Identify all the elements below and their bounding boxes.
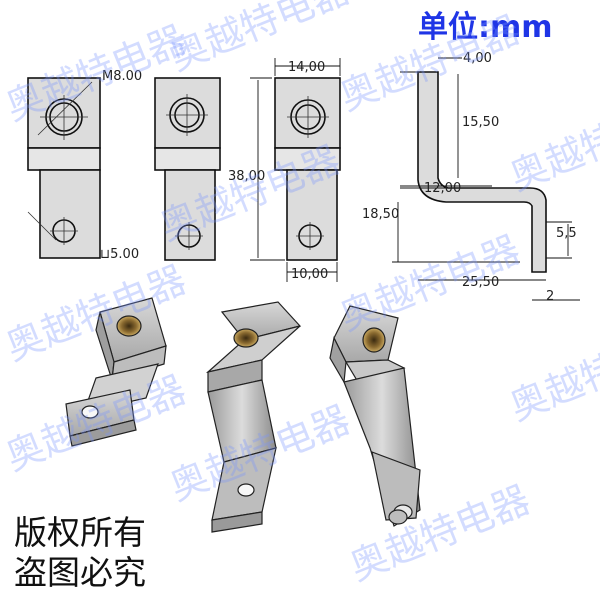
- copyright-line-1: 版权所有: [14, 513, 146, 552]
- dimension-lines-view-3: [250, 58, 341, 282]
- terminal-front-view-3: [274, 77, 341, 261]
- centerlines-view-2: [166, 94, 208, 250]
- dim-upper-height-15-5: 15,50: [462, 115, 499, 130]
- copyright-line-2: 盗图必究: [14, 553, 146, 592]
- centerlines-view-1: [27, 81, 93, 245]
- terminal-3d-render-3: [329, 305, 421, 527]
- dim-width-bottom-10: 10,00: [291, 267, 328, 282]
- terminal-front-view-2: [154, 77, 221, 261]
- dimension-lines-side-view: [392, 57, 580, 301]
- centerlines-view-3: [287, 96, 329, 250]
- dim-depth-25-5: 25,50: [462, 275, 499, 290]
- dim-thread-m8: M8.00: [102, 69, 142, 84]
- dim-height-total-38: 38,00: [228, 169, 265, 184]
- dim-plate-2: 2: [546, 289, 554, 304]
- dim-hole-5: ⊔5.00: [100, 247, 139, 262]
- dim-lower-height-18-5: 18,50: [362, 207, 399, 222]
- terminal-side-view: [417, 71, 547, 273]
- dim-tab-5-5: 5,5: [556, 226, 577, 241]
- dim-thickness-4: 4,00: [463, 51, 492, 66]
- unit-label: 单位:mm: [418, 10, 553, 45]
- dim-width-top-14: 14,00: [288, 60, 325, 75]
- terminal-3d-render-1: [65, 297, 167, 447]
- terminal-3d-render-2: [205, 301, 302, 533]
- dim-offset-12: 12,00: [424, 181, 461, 196]
